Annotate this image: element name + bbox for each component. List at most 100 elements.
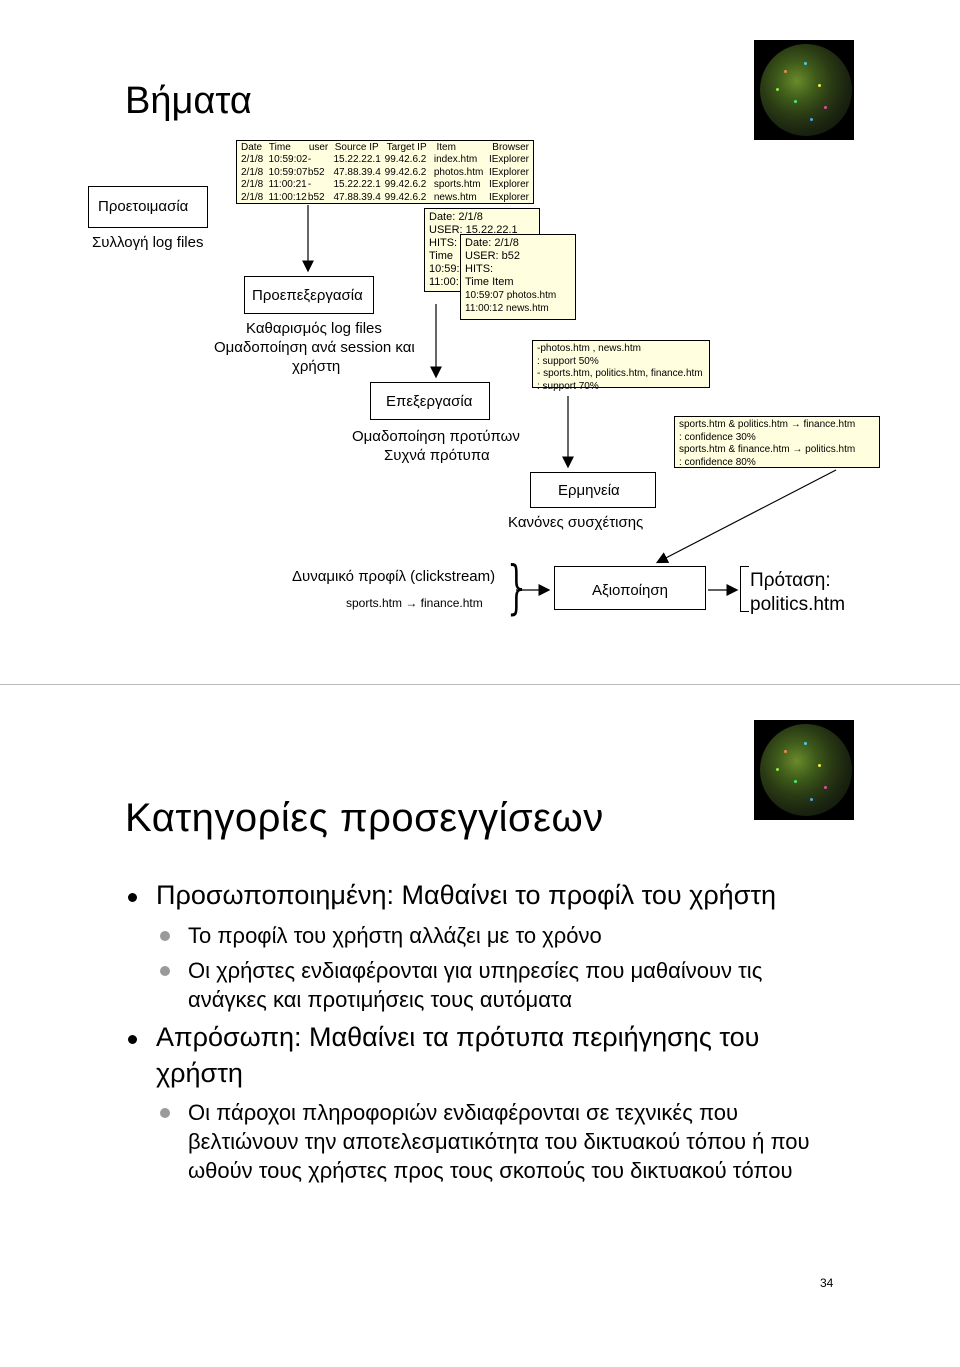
- bullet-impersonal-line2: χρήστη: [156, 1058, 243, 1088]
- header-target-ip: Target IP: [386, 142, 427, 153]
- session-b-row: 10:59:07 photos.htm: [465, 290, 557, 301]
- preprocessing-label: Προεπεξεργασία: [252, 287, 363, 304]
- header-item: Item: [436, 142, 456, 153]
- processing-label: Επεξεργασία: [386, 393, 473, 410]
- log-table: Date Time user Source IP Target IP Item …: [236, 140, 534, 204]
- prep-label: Προετοιμασία: [98, 198, 189, 215]
- preprocessing-desc-3: χρήστη: [292, 358, 341, 375]
- preprocessing-desc-2: Ομαδοποίηση ανά session και: [214, 339, 415, 356]
- log-table-header: Date Time user Source IP Target IP Item …: [241, 142, 529, 154]
- table-cell: IExplorer: [488, 191, 529, 203]
- preprocessing-desc-1: Καθαρισμός log files: [246, 320, 382, 337]
- exploitation-box: [554, 566, 706, 610]
- session-a-t1: 10:59:: [429, 263, 460, 275]
- table-cell: index.htm: [433, 154, 478, 166]
- patterns-box: -photos.htm , news.htm : support 50% - s…: [532, 340, 710, 392]
- sub-bullet-users-interested: Οι χρήστες ενδιαφέρονται για υπηρεσίες π…: [188, 958, 763, 1012]
- table-cell: 10:59:07: [268, 166, 308, 178]
- processing-desc-2: Συχνά πρότυπα: [384, 447, 490, 464]
- globe-logo: [754, 40, 854, 140]
- slide-title: Κατηγορίες προσεγγίσεων: [125, 796, 604, 840]
- globe-logo: [754, 720, 854, 820]
- profile-label: Δυναμικό προφίλ (clickstream): [292, 568, 496, 585]
- interpretation-desc: Κανόνες συσχέτισης: [508, 514, 644, 531]
- session-b-hits: HITS:: [465, 263, 494, 275]
- profile-value: sports.htm → finance.htm: [346, 596, 483, 610]
- pattern-line: : support 70%: [537, 380, 599, 392]
- brace-left: }: [507, 553, 526, 621]
- sub-bullet-profile-changes: Το προφίλ του χρήστη αλλάζει με το χρόνο: [188, 923, 602, 948]
- table-row: 2/1/8 10:59:02 - 15.22.22.1 99.42.6.2 in…: [241, 154, 529, 166]
- session-a-t2: 11:00:: [429, 276, 459, 288]
- collect-label: Συλλογή log files: [92, 234, 204, 251]
- interpretation-label: Ερμηνεία: [558, 482, 620, 499]
- pattern-line: - sports.htm, politics.htm, finance.htm: [537, 368, 703, 379]
- table-row: 2/1/8 10:59:07 b52 47.88.39.4 99.42.6.2 …: [241, 167, 529, 179]
- header-browser: Browser: [492, 142, 529, 153]
- bullet-icon: [128, 893, 137, 902]
- header-time: Time: [268, 142, 291, 153]
- prep-box: [88, 186, 208, 228]
- page-number: 34: [820, 1276, 834, 1290]
- header-date: Date: [241, 142, 263, 153]
- slide-separator: [0, 684, 960, 685]
- suggestion-bracket: [740, 566, 749, 612]
- session-a-time: Time: [429, 250, 454, 262]
- table-cell: 47.88.39.4: [333, 191, 381, 203]
- sub-bullet-icon: [160, 931, 170, 941]
- rule-line: sports.htm & finance.htm → politics.htm: [679, 444, 856, 455]
- table-cell: IExplorer: [488, 179, 529, 191]
- table-cell: 11:00:21: [268, 179, 307, 191]
- sub-bullet-providers: Οι πάροχοι πληροφοριών ενδιαφέρονται σε …: [188, 1100, 810, 1183]
- table-cell: 2/1/8: [241, 154, 264, 166]
- table-cell: 47.88.39.4: [333, 166, 381, 178]
- table-cell: news.htm: [433, 191, 477, 203]
- table-cell: 11:00:12: [268, 191, 307, 203]
- session-b-header: Time Item: [465, 276, 514, 288]
- processing-box: [370, 382, 490, 420]
- table-cell: photos.htm: [433, 166, 484, 178]
- table-cell: IExplorer: [488, 166, 529, 178]
- table-cell: IExplorer: [488, 154, 529, 166]
- suggestion-value: politics.htm: [750, 594, 846, 615]
- session-b-date: Date: 2/1/8: [465, 237, 519, 249]
- table-cell: 99.42.6.2: [384, 179, 427, 191]
- exploitation-label: Αξιοποίηση: [592, 582, 668, 599]
- table-cell: sports.htm: [433, 179, 481, 191]
- table-cell: 99.42.6.2: [384, 154, 427, 166]
- header-user: user: [308, 142, 329, 153]
- pattern-line: : support 50%: [537, 355, 599, 367]
- table-cell: 15.22.22.1: [333, 179, 381, 191]
- table-cell: 99.42.6.2: [384, 166, 427, 178]
- interpretation-box: [530, 472, 656, 508]
- table-cell: 2/1/8: [241, 166, 264, 178]
- rule-line: sports.htm & politics.htm → finance.htm: [679, 419, 856, 430]
- session-box-b: Date: 2/1/8 USER: b52 HITS: Time Item 10…: [460, 234, 576, 320]
- slide-title: Βήματα: [125, 80, 252, 122]
- rules-box: sports.htm & politics.htm → finance.htm …: [674, 416, 880, 468]
- table-row: 2/1/8 11:00:12 b52 47.88.39.4 99.42.6.2 …: [241, 192, 529, 204]
- sub-bullet-icon: [160, 966, 170, 976]
- preprocessing-box: [244, 276, 374, 314]
- header-source-ip: Source IP: [334, 142, 379, 153]
- bullet-personalized: Προσωποποιημένη: Μαθαίνει το προφίλ του …: [156, 880, 777, 910]
- table-cell: b52: [307, 191, 325, 203]
- flow-arrows: [302, 205, 837, 596]
- table-cell: 2/1/8: [241, 179, 264, 191]
- table-cell: -: [307, 154, 312, 166]
- table-cell: 15.22.22.1: [333, 154, 381, 166]
- pattern-line: -photos.htm , news.htm: [537, 343, 641, 354]
- table-cell: 99.42.6.2: [384, 191, 427, 203]
- session-b-row: 11:00:12 news.htm: [465, 303, 549, 314]
- sub-bullet-icon: [160, 1108, 170, 1118]
- table-cell: 10:59:02: [268, 154, 308, 166]
- rule-line: : confidence 80%: [679, 456, 756, 468]
- session-a-date: Date: 2/1/8: [429, 211, 483, 223]
- suggestion-label: Πρόταση:: [750, 570, 831, 591]
- slide-approaches: Κατηγορίες προσεγγίσεων Προσωποποιημένη:…: [0, 700, 960, 1340]
- slide-steps: Βήματα Προετοιμασία Συλλογή log files Da…: [0, 0, 960, 650]
- bullet-impersonal-line1: Απρόσωπη: Μαθαίνει τα πρότυπα περιήγησης…: [156, 1022, 760, 1052]
- session-b-user: USER: b52: [465, 250, 521, 262]
- table-cell: b52: [307, 166, 325, 178]
- bullet-icon: [128, 1035, 137, 1044]
